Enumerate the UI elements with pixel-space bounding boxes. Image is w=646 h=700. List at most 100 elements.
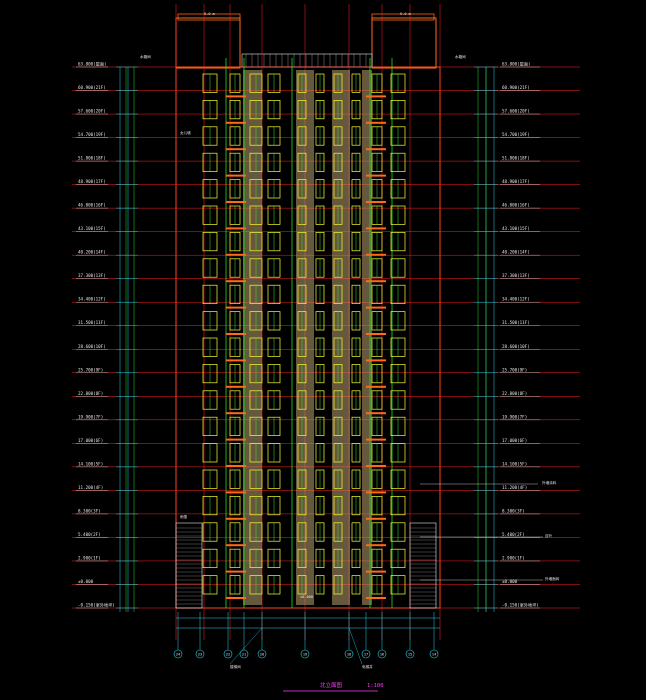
tank-label-left: 水箱间 — [140, 54, 151, 59]
axis-callout-elevator: 电梯井 — [362, 664, 373, 669]
entrance-left — [175, 522, 203, 609]
axis-number: 18 — [347, 652, 351, 656]
facade-panel — [362, 70, 372, 605]
axis-bubble — [429, 649, 439, 659]
axis-bubble — [344, 649, 354, 659]
right-note-tile: 外墙面砖 — [545, 576, 560, 581]
axis-number: 15 — [408, 652, 412, 656]
elevation-label-left: 63.800(屋面) — [78, 62, 107, 68]
elevation-label-left: 5.400(2F) — [78, 532, 101, 537]
elevation-label-right: 57.600(20F) — [502, 109, 530, 114]
balcony-slab — [366, 201, 386, 203]
elevation-label-left: 40.200(14F) — [78, 250, 106, 255]
axis-number: 17 — [364, 652, 368, 656]
elevation-label-right: 48.900(17F) — [502, 179, 530, 184]
axis-number: 21 — [242, 652, 246, 656]
balcony-slab — [226, 359, 246, 362]
facade-panel — [243, 70, 262, 605]
drawing-title: 北立面图 — [320, 681, 343, 689]
tank-cap-left — [177, 13, 241, 21]
axis-callout-leader — [229, 627, 263, 665]
tank-tower-right — [371, 17, 437, 69]
elevation-label-right: 46.000(16F) — [502, 203, 530, 208]
balcony-slab — [366, 465, 386, 467]
elevation-label-right: 19.900(7F) — [502, 414, 527, 419]
ground-note: ±0.000 — [300, 595, 313, 599]
axis-bubble — [223, 649, 233, 659]
elevation-label-left: 34.400(12F) — [78, 297, 106, 302]
axis-bubble — [377, 649, 387, 659]
balcony-slab — [366, 121, 386, 124]
tank-cap-right — [371, 13, 435, 21]
elevation-label-right: 8.300(3F) — [502, 508, 525, 513]
elevation-label-right: 5.400(2F) — [502, 532, 525, 537]
balcony-slab — [226, 174, 246, 177]
elevation-label-left: 60.900(21F) — [78, 85, 106, 90]
elevation-label-left: 51.800(18F) — [78, 156, 106, 161]
axis-bubble — [257, 649, 267, 659]
elevation-label-left: 46.000(16F) — [78, 203, 106, 208]
balcony-slab — [366, 438, 386, 441]
balcony-slab — [226, 597, 246, 599]
elevation-label-right: 17.000(6F) — [502, 438, 527, 443]
elevation-labels: 63.800(屋面) 60.900(21F) 57.600(20F) 54.700(1… — [76, 62, 543, 609]
canopy-note: 雨篷 — [180, 514, 188, 519]
axis-number: 20 — [260, 652, 264, 656]
elevation-label-left: 22.800(8F) — [78, 391, 103, 396]
balcony-slab — [366, 148, 386, 151]
axis-bubble — [195, 649, 205, 659]
balcony-slab — [226, 570, 246, 573]
axis-callout-stair: 楼梯间 — [230, 664, 241, 669]
elevation-label-left: 17.000(6F) — [78, 438, 103, 443]
balcony-slab — [366, 227, 386, 230]
balcony-slab — [226, 280, 246, 283]
elevation-label-left: -0.150(室外地坪) — [78, 602, 115, 609]
axis-number: 14 — [432, 652, 436, 656]
axis-bubble — [300, 649, 310, 659]
balcony-slab — [226, 306, 246, 309]
top-dimension-right: 5.0 m — [400, 12, 411, 16]
elevation-label-left: ±0.000 — [78, 579, 94, 584]
balcony-slab — [366, 597, 386, 599]
axis-number: 24 — [176, 652, 180, 656]
balcony-slab — [226, 201, 246, 203]
balcony-slab — [226, 148, 246, 151]
balcony-slab — [226, 491, 246, 494]
elevation-label-left: 8.300(3F) — [78, 508, 101, 513]
elevation-label-right: 25.700(9F) — [502, 367, 527, 372]
balcony-slab — [226, 517, 246, 520]
balcony-slab — [366, 333, 386, 335]
balcony-slab — [226, 253, 246, 256]
elevation-label-left: 43.100(15F) — [78, 226, 106, 231]
axis-number: 22 — [226, 652, 230, 656]
balcony-slab — [366, 306, 386, 309]
elevation-label-right: 11.200(4F) — [502, 485, 527, 490]
elevation-label-right: 51.800(18F) — [502, 156, 530, 161]
balcony-slab — [226, 121, 246, 124]
elevation-label-right: 14.100(5F) — [502, 461, 527, 466]
elevation-label-right: 60.900(21F) — [502, 85, 530, 90]
balcony-slab — [366, 174, 386, 177]
balcony-slab — [366, 412, 386, 415]
elevation-label-right: 63.800(屋面) — [502, 62, 531, 68]
balcony-slab — [226, 465, 246, 467]
facade-panel — [296, 70, 314, 605]
elevation-label-left: 48.900(17F) — [78, 179, 106, 184]
top-dimension-left: 5.0 m — [204, 12, 215, 16]
elevation-label-left: 54.700(19F) — [78, 132, 106, 137]
facade-panel — [332, 70, 350, 605]
balcony-slab — [226, 412, 246, 415]
dimension-lines — [116, 66, 498, 612]
right-note-paint: 外墙涂料 — [542, 480, 557, 485]
balcony-slab — [366, 517, 386, 520]
elevation-label-right: 40.200(14F) — [502, 250, 530, 255]
entrance-right — [409, 522, 437, 609]
right-note-louver: 百叶 — [545, 533, 553, 538]
balcony-slab — [366, 491, 386, 494]
axis-number: 23 — [198, 652, 202, 656]
elevation-label-right: ±0.000 — [502, 579, 518, 584]
balcony-slab — [366, 570, 386, 573]
balcony-slab — [226, 227, 246, 230]
